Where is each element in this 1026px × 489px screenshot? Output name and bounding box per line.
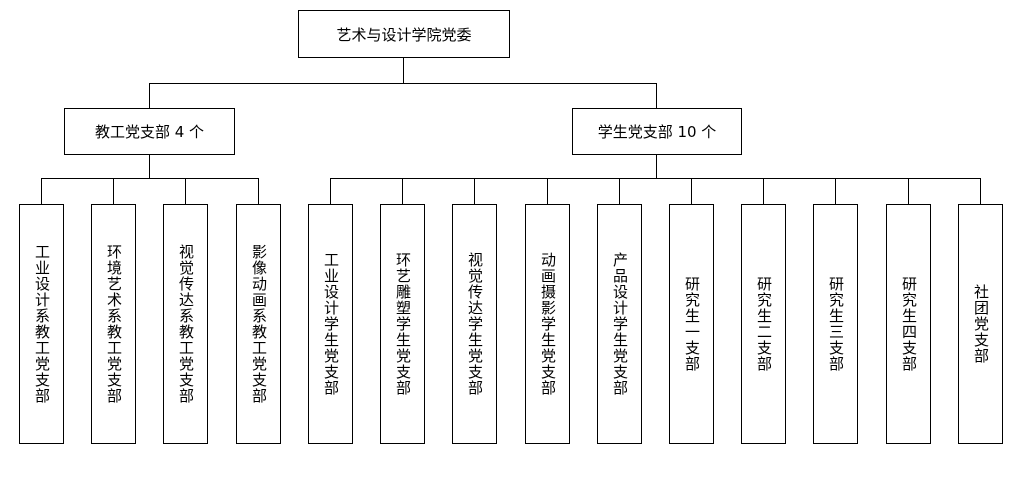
connector-leaf-2-3 bbox=[474, 178, 475, 204]
leaf-node: 工业设计学生党支部 bbox=[308, 204, 353, 444]
leaf-node-label: 研究生二支部 bbox=[755, 276, 773, 372]
connector-branch-2-down bbox=[656, 155, 657, 178]
branch-node-student: 学生党支部 10 个 bbox=[572, 108, 742, 155]
root-node-label: 艺术与设计学院党委 bbox=[336, 25, 472, 44]
connector-root-down bbox=[403, 58, 404, 83]
leaf-node: 研究生三支部 bbox=[813, 204, 858, 444]
connector-leaf-2-4 bbox=[547, 178, 548, 204]
leaf-node: 研究生四支部 bbox=[886, 204, 931, 444]
leaf-node-label: 产品设计学生党支部 bbox=[611, 252, 629, 396]
connector-leaf-2-10 bbox=[980, 178, 981, 204]
connector-branch-1-up bbox=[149, 83, 150, 108]
leaf-node-label: 研究生一支部 bbox=[683, 276, 701, 372]
connector-leaf-2-1 bbox=[330, 178, 331, 204]
leaf-node: 动画摄影学生党支部 bbox=[525, 204, 570, 444]
connector-leaf-1-3 bbox=[185, 178, 186, 204]
leaf-node-label: 动画摄影学生党支部 bbox=[539, 252, 557, 396]
leaf-node-label: 视觉传达学生党支部 bbox=[466, 252, 484, 396]
leaf-node: 视觉传达学生党支部 bbox=[452, 204, 497, 444]
connector-root-bus bbox=[149, 83, 657, 84]
connector-leaf-2-7 bbox=[763, 178, 764, 204]
leaf-node-label: 工业设计学生党支部 bbox=[322, 252, 340, 396]
leaf-node-label: 视觉传达系教工党支部 bbox=[177, 244, 195, 404]
leaf-node-label: 社团党支部 bbox=[972, 284, 990, 364]
leaf-node: 研究生一支部 bbox=[669, 204, 714, 444]
leaf-node-label: 影像动画系教工党支部 bbox=[250, 244, 268, 404]
connector-leaf-2-9 bbox=[908, 178, 909, 204]
leaf-node-label: 工业设计系教工党支部 bbox=[33, 244, 51, 404]
connector-branch-1-bus bbox=[41, 178, 259, 179]
connector-leaf-2-5 bbox=[619, 178, 620, 204]
leaf-node-label: 环境艺术系教工党支部 bbox=[105, 244, 123, 404]
connector-leaf-1-1 bbox=[41, 178, 42, 204]
connector-leaf-1-2 bbox=[113, 178, 114, 204]
leaf-node: 环艺雕塑学生党支部 bbox=[380, 204, 425, 444]
leaf-node: 视觉传达系教工党支部 bbox=[163, 204, 208, 444]
leaf-node: 社团党支部 bbox=[958, 204, 1003, 444]
connector-leaf-2-2 bbox=[402, 178, 403, 204]
leaf-node-label: 环艺雕塑学生党支部 bbox=[394, 252, 412, 396]
connector-leaf-1-4 bbox=[258, 178, 259, 204]
branch-node-label: 学生党支部 10 个 bbox=[597, 123, 717, 141]
root-node: 艺术与设计学院党委 bbox=[298, 10, 510, 58]
branch-node-label: 教工党支部 4 个 bbox=[94, 123, 205, 141]
leaf-node: 影像动画系教工党支部 bbox=[236, 204, 281, 444]
connector-leaf-2-6 bbox=[691, 178, 692, 204]
connector-leaf-2-8 bbox=[835, 178, 836, 204]
leaf-node: 工业设计系教工党支部 bbox=[19, 204, 64, 444]
leaf-node-label: 研究生三支部 bbox=[827, 276, 845, 372]
leaf-node: 产品设计学生党支部 bbox=[597, 204, 642, 444]
connector-branch-2-bus bbox=[330, 178, 981, 179]
connector-branch-1-down bbox=[149, 155, 150, 178]
branch-node-faculty: 教工党支部 4 个 bbox=[64, 108, 235, 155]
leaf-node-label: 研究生四支部 bbox=[900, 276, 918, 372]
leaf-node: 环境艺术系教工党支部 bbox=[91, 204, 136, 444]
leaf-node: 研究生二支部 bbox=[741, 204, 786, 444]
connector-branch-2-up bbox=[656, 83, 657, 108]
